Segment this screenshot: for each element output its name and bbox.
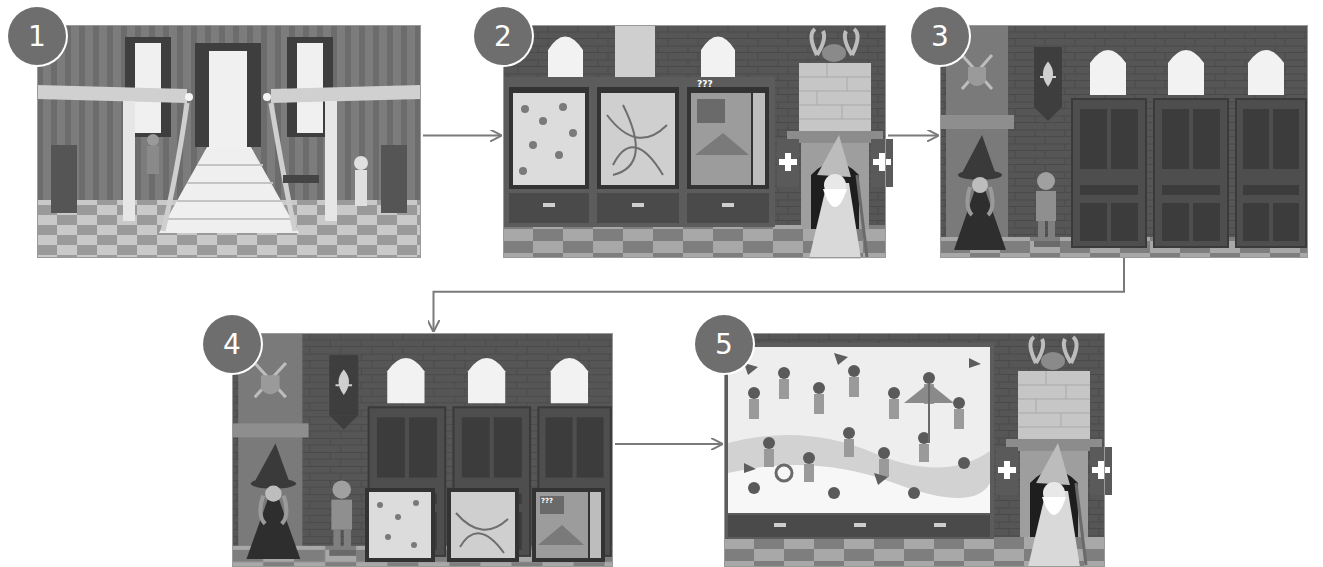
screenshot-panel: 3 bbox=[940, 25, 1308, 258]
screenshot-panel: 4 bbox=[232, 333, 613, 567]
callout-circle: 2 bbox=[474, 7, 532, 65]
callout-circle: 4 bbox=[203, 315, 261, 373]
flow-arrow bbox=[434, 258, 1125, 330]
flow-arrow bbox=[615, 443, 721, 445]
callout-number: 3 bbox=[931, 20, 949, 53]
flow-arrow bbox=[423, 135, 500, 137]
flow-arrow bbox=[888, 135, 937, 137]
callout-number: 2 bbox=[494, 20, 512, 53]
callout-number: 4 bbox=[223, 328, 241, 361]
screenshot-panel: 5 bbox=[724, 333, 1105, 567]
callout-circle: 5 bbox=[695, 315, 753, 373]
callout-circle: 3 bbox=[911, 7, 969, 65]
callout-number: 5 bbox=[715, 328, 733, 361]
callout-circle: 1 bbox=[8, 7, 66, 65]
screenshot-panel: 2 bbox=[503, 25, 886, 258]
picture-text: ??? bbox=[697, 79, 713, 89]
callout-number: 1 bbox=[28, 20, 46, 53]
picture-text: ??? bbox=[541, 497, 553, 505]
screenshot-panel: 1 bbox=[37, 25, 421, 258]
